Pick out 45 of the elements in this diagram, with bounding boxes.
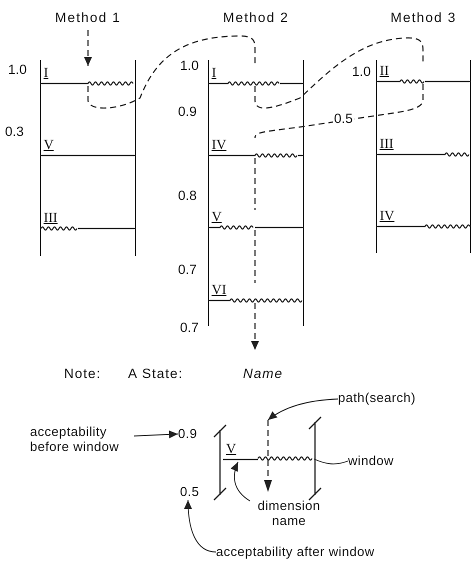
state-numeral: I bbox=[212, 66, 216, 81]
leader-arrow bbox=[184, 500, 216, 552]
leader-arrow bbox=[268, 398, 338, 420]
acceptability-value: 1.0 bbox=[8, 62, 27, 78]
search-path bbox=[254, 37, 424, 109]
annotation-text: path(search) bbox=[338, 390, 416, 405]
annotation-text: window bbox=[348, 453, 394, 468]
state-numeral: III bbox=[380, 137, 394, 152]
acceptability-value: 1.0 bbox=[352, 64, 371, 80]
acceptability-value: 0.5 bbox=[180, 484, 200, 499]
state-numeral: VI bbox=[212, 283, 226, 298]
state-numeral: III bbox=[44, 211, 58, 226]
state-numeral: V bbox=[226, 442, 236, 457]
state-numeral: I bbox=[44, 66, 48, 81]
annotation-text: acceptability after window bbox=[216, 544, 375, 559]
state-numeral: V bbox=[44, 138, 54, 153]
acceptability-value: 0.9 bbox=[178, 104, 197, 120]
search-path bbox=[251, 303, 259, 350]
note-text: Name bbox=[243, 366, 284, 381]
acceptability-value: 0.3 bbox=[5, 124, 24, 140]
leader-arrow bbox=[134, 430, 178, 438]
leader-arrow bbox=[230, 462, 250, 502]
acceptability-value: 0.7 bbox=[178, 262, 197, 278]
acceptability-value: 0.9 bbox=[178, 426, 198, 441]
edge-label: 0.5 bbox=[333, 111, 354, 126]
acceptability-value: 0.7 bbox=[180, 320, 199, 336]
annotation-text: dimension name bbox=[258, 498, 320, 528]
state-numeral: V bbox=[212, 210, 222, 225]
note-text: Note: bbox=[64, 366, 102, 381]
state-numeral: IV bbox=[212, 138, 226, 153]
search-path bbox=[254, 230, 256, 283]
acceptability-value: 1.0 bbox=[180, 58, 199, 74]
method-heading: Method 3 bbox=[390, 10, 458, 25]
state-numeral: IV bbox=[380, 209, 394, 224]
search-path bbox=[84, 30, 92, 66]
note-text: A State: bbox=[128, 366, 184, 381]
search-path bbox=[254, 158, 256, 210]
state-numeral: II bbox=[380, 64, 389, 79]
acceptability-value: 0.8 bbox=[178, 188, 197, 204]
annotation-text: acceptability before window bbox=[30, 424, 120, 454]
search-path bbox=[254, 84, 424, 138]
method-heading: Method 2 bbox=[222, 10, 290, 25]
leader-line bbox=[314, 458, 348, 464]
search-path bbox=[87, 35, 256, 109]
method-heading: Method 1 bbox=[54, 10, 122, 25]
